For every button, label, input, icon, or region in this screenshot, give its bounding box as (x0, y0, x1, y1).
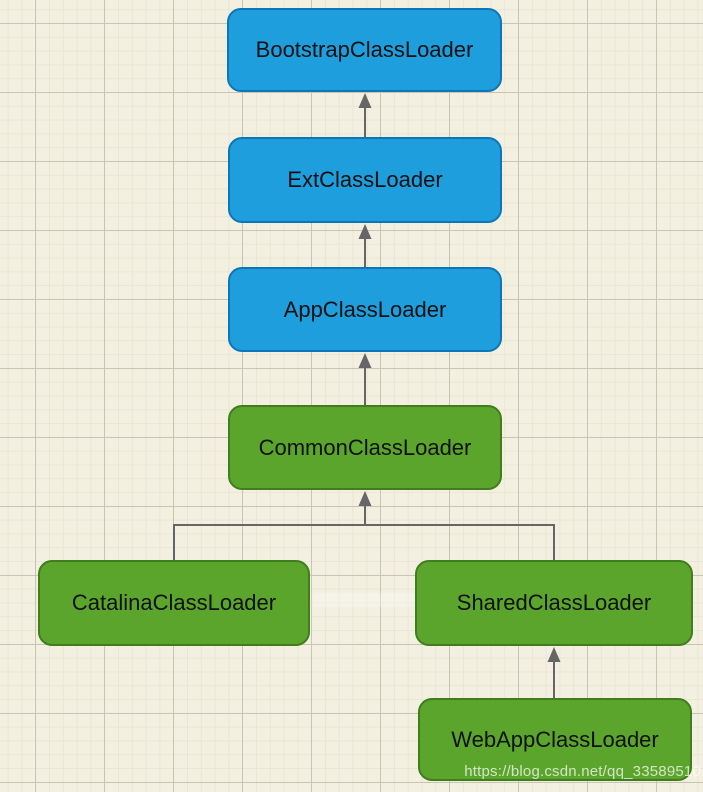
node-shared-classloader: SharedClassLoader (415, 560, 693, 646)
edge-branch-connector (173, 524, 555, 560)
node-app-classloader: AppClassLoader (228, 267, 502, 352)
node-label: SharedClassLoader (456, 590, 652, 615)
node-ext-classloader: ExtClassLoader (228, 137, 502, 223)
edge-common-to-app-arrowhead (358, 353, 372, 368)
edge-app-to-ext-arrowhead (358, 224, 372, 239)
edge-webapp-to-shared-arrowhead (547, 647, 561, 662)
node-common-classloader: CommonClassLoader (228, 405, 502, 490)
node-label: CatalinaClassLoader (71, 590, 277, 615)
node-label: WebAppClassLoader (451, 726, 659, 752)
node-label: ExtClassLoader (287, 167, 443, 192)
faded-watermark-band (312, 593, 416, 607)
node-webapp-classloader: WebAppClassLoader (418, 698, 692, 781)
node-label: AppClassLoader (283, 296, 447, 322)
edge-ext-to-bootstrap-arrowhead (358, 93, 372, 108)
node-catalina-classloader: CatalinaClassLoader (38, 560, 310, 646)
watermark: https://blog.csdn.net/qq_33589510 (464, 763, 701, 780)
node-bootstrap-classloader: BootstrapClassLoader (227, 8, 502, 92)
edge-branch-to-common-arrowhead (358, 491, 372, 506)
node-label: BootstrapClassLoader (255, 37, 474, 62)
node-label: CommonClassLoader (258, 434, 472, 460)
